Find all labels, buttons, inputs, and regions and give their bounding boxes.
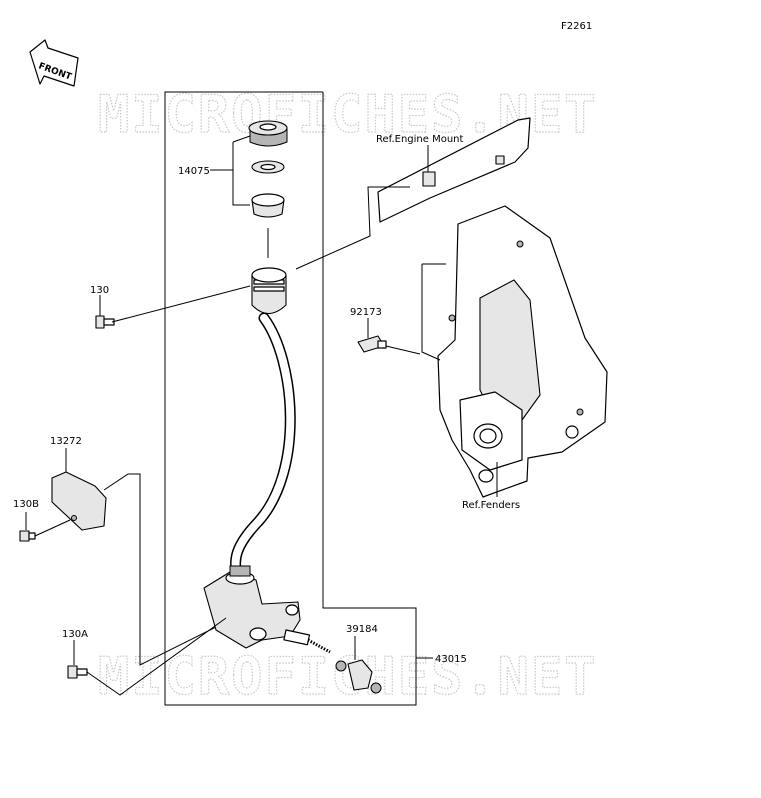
figure-id: F2261 [561, 21, 592, 32]
diaphragm [251, 193, 285, 218]
callout-130B: 130B [13, 499, 39, 510]
callout-92173: 92173 [350, 307, 382, 318]
callout-14075: 14075 [178, 166, 210, 177]
clip-92173 [357, 335, 387, 353]
reservoir [251, 267, 287, 315]
guard-13272 [51, 471, 107, 531]
front-arrow-icon: FRONT [29, 39, 79, 87]
ref-engine-mount: Ref.Engine Mount [376, 134, 463, 145]
watermark-bottom: MICROFICHES.NET [98, 647, 598, 707]
assembly-frame [164, 91, 417, 706]
callout-130: 130 [90, 285, 109, 296]
engine-mount-ref [377, 117, 531, 223]
callout-43015: 43015 [435, 654, 467, 665]
callout-13272: 13272 [50, 436, 82, 447]
clevis-39184 [335, 659, 382, 694]
fender-ref [437, 205, 608, 498]
bolt-130 [95, 315, 115, 329]
callout-39184: 39184 [346, 624, 378, 635]
callout-130A: 130A [62, 629, 88, 640]
reservoir-cap [248, 120, 288, 147]
bolt-130B [19, 530, 36, 542]
master-cylinder [203, 565, 331, 654]
ref-fenders: Ref.Fenders [462, 500, 520, 511]
bolt-130A [67, 665, 88, 679]
